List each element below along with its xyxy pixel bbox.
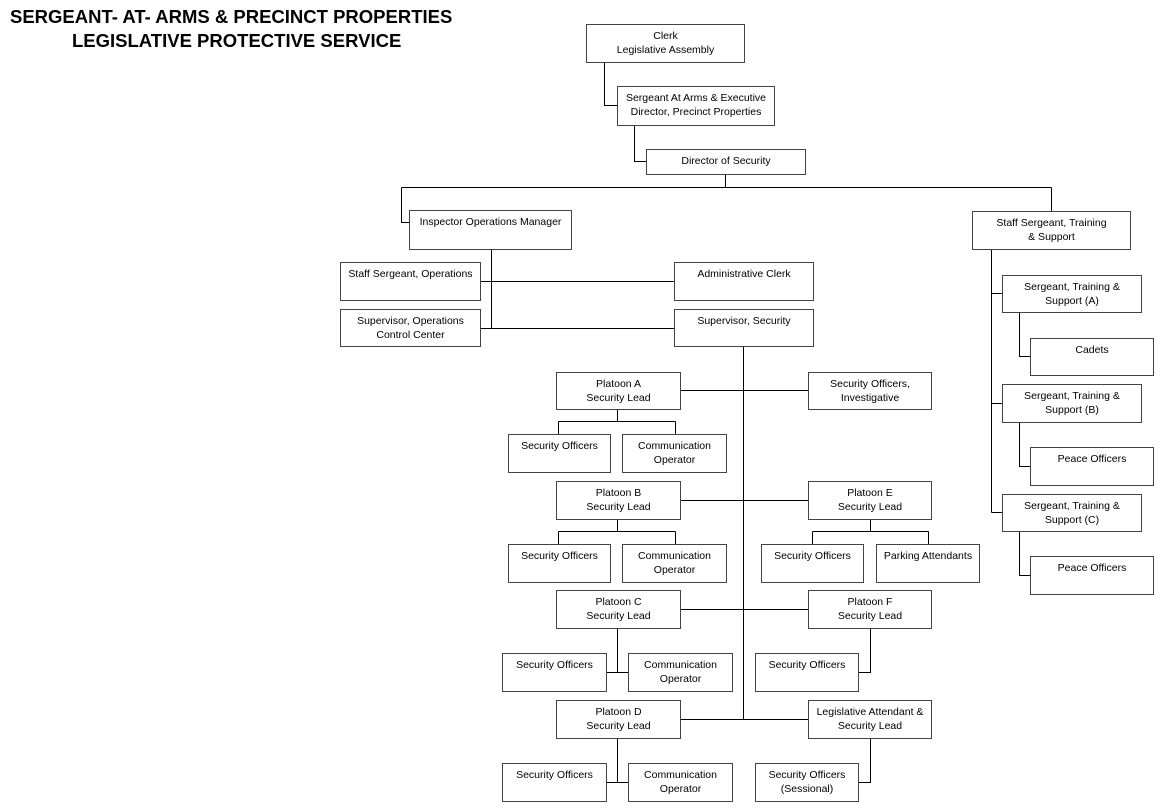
box-platoon-a: Platoon A Security Lead: [556, 372, 681, 410]
box-inspector-operations-manager: Inspector Operations Manager: [409, 210, 572, 250]
connector-platoon-f-child: [859, 628, 871, 673]
box-staff-sergeant-operations: Staff Sergeant, Operations: [340, 262, 481, 301]
box-peace-officers-b: Peace Officers: [1030, 447, 1154, 486]
box-platoon-e-parking-attendants: Parking Attendants: [876, 544, 980, 583]
box-sergeant-training-c: Sergeant, Training & Support (C): [1002, 494, 1142, 532]
box-platoon-e: Platoon E Security Lead: [808, 481, 932, 520]
box-platoon-a-communication-operator: Communication Operator: [622, 434, 727, 473]
connector-inspector-subtree: [480, 249, 675, 329]
box-platoon-f-security-officers: Security Officers: [755, 653, 859, 692]
box-supervisor-operations-control-center: Supervisor, Operations Control Center: [340, 309, 481, 347]
box-cadets: Cadets: [1030, 338, 1154, 376]
connector-platoon-e-children: [812, 519, 929, 545]
connector-clerk-to-sergeant: [604, 62, 617, 106]
connector-platoon-a-children: [558, 409, 676, 435]
box-staff-sergeant-training: Staff Sergeant, Training & Support: [972, 211, 1131, 250]
box-platoon-c-security-officers: Security Officers: [502, 653, 607, 692]
box-platoon-e-security-officers: Security Officers: [761, 544, 864, 583]
connector-director-split: [401, 174, 1052, 223]
box-platoon-b-communication-operator: Communication Operator: [622, 544, 727, 583]
box-platoon-a-security-officers: Security Officers: [508, 434, 611, 473]
box-platoon-c-communication-operator: Communication Operator: [628, 653, 733, 692]
connector-platoon-c-children: [607, 628, 629, 673]
box-sergeant-at-arms: Sergeant At Arms & Executive Director, P…: [617, 86, 775, 126]
box-administrative-clerk: Administrative Clerk: [674, 262, 814, 301]
connector-platoon-d-children: [607, 738, 629, 783]
chart-title-line-2: LEGISLATIVE PROTECTIVE SERVICE: [72, 30, 402, 51]
connector-sergeant-to-director: [634, 125, 647, 162]
box-security-officers-sessional: Security Officers (Sessional): [755, 763, 859, 802]
box-legislative-attendant: Legislative Attendant & Security Lead: [808, 700, 932, 739]
connector-training-subtree: [991, 249, 1003, 513]
connector-platoon-b-children: [558, 519, 676, 545]
box-security-officers-investigative: Security Officers, Investigative: [808, 372, 932, 410]
box-platoon-d-communication-operator: Communication Operator: [628, 763, 733, 802]
box-platoon-c: Platoon C Security Lead: [556, 590, 681, 629]
connector-training-c-child: [1019, 531, 1031, 576]
connector-training-b-child: [1019, 422, 1031, 467]
box-platoon-d-security-officers: Security Officers: [502, 763, 607, 802]
box-peace-officers-c: Peace Officers: [1030, 556, 1154, 595]
connector-legislative-child: [859, 738, 871, 783]
box-sergeant-training-a: Sergeant, Training & Support (A): [1002, 275, 1142, 313]
box-supervisor-security: Supervisor, Security: [674, 309, 814, 347]
box-platoon-d: Platoon D Security Lead: [556, 700, 681, 739]
chart-title-line-1: SERGEANT- AT- ARMS & PRECINCT PROPERTIES: [10, 6, 453, 27]
box-platoon-b: Platoon B Security Lead: [556, 481, 681, 520]
box-platoon-f: Platoon F Security Lead: [808, 590, 932, 629]
connector-training-a-child: [1019, 312, 1031, 357]
box-clerk: Clerk Legislative Assembly: [586, 24, 745, 63]
box-sergeant-training-b: Sergeant, Training & Support (B): [1002, 384, 1142, 423]
box-director-of-security: Director of Security: [646, 149, 806, 175]
box-platoon-b-security-officers: Security Officers: [508, 544, 611, 583]
